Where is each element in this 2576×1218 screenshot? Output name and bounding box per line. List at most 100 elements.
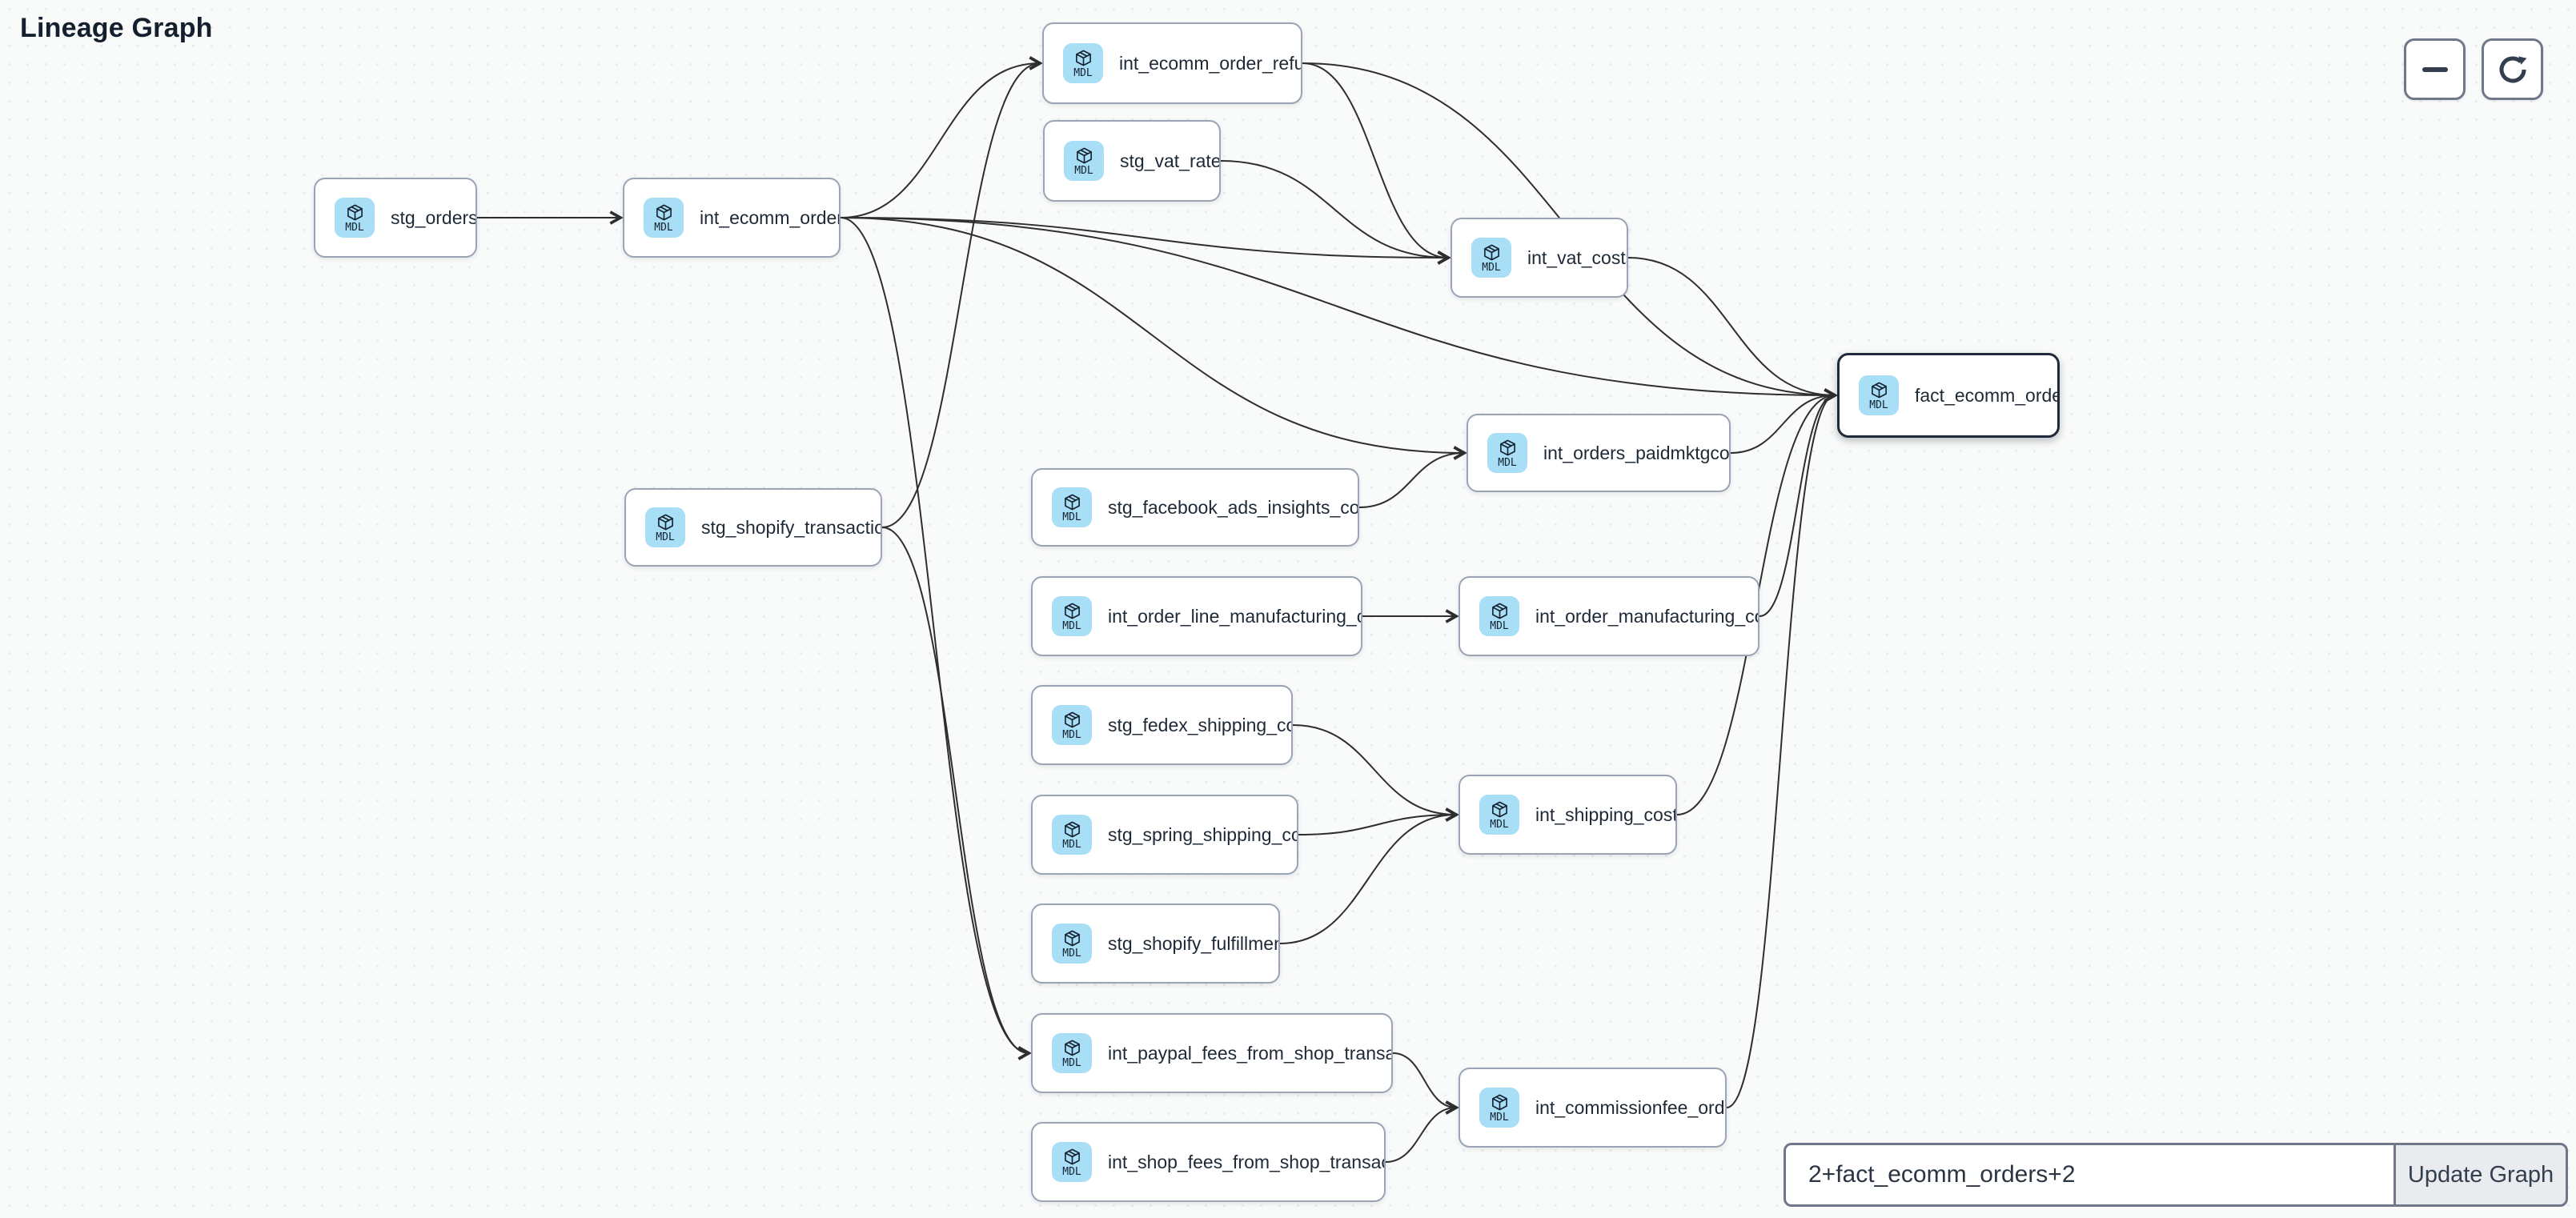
- graph-node-int_vat_costs[interactable]: MDL int_vat_costs: [1451, 218, 1628, 298]
- edge-int_ecomm_orders-to-int_orders_paidmktgcosts: [840, 217, 1464, 453]
- edge-int_shop_fees-to-int_commissionfee_orders: [1385, 1108, 1456, 1163]
- node-label: stg_shopify_transactions: [701, 516, 881, 538]
- model-badge: MDL: [1062, 728, 1081, 741]
- edge-stg_vat_rates-to-int_vat_costs: [1220, 160, 1448, 258]
- model-badge: MDL: [1482, 261, 1501, 274]
- graph-query-input[interactable]: [1784, 1143, 2393, 1207]
- node-label: int_commissionfee_orders: [1535, 1096, 1725, 1118]
- node-label: stg_vat_rates: [1120, 150, 1219, 171]
- query-bar: Update Graph: [1784, 1143, 2568, 1207]
- edge-stg_spring_shipping_costs-to-int_shipping_costs: [1298, 815, 1456, 835]
- model-cube-icon: MDL: [1479, 1088, 1519, 1128]
- node-label: stg_facebook_ads_insights_country: [1108, 496, 1358, 518]
- model-badge: MDL: [1490, 1111, 1509, 1124]
- model-badge: MDL: [1062, 1165, 1081, 1178]
- model-badge: MDL: [1869, 399, 1888, 411]
- edge-stg_facebook_ads_insights_country-to-int_orders_paidmktgcosts: [1358, 453, 1464, 508]
- edge-int_paypal_fees-to-int_commissionfee_orders: [1392, 1052, 1456, 1108]
- graph-node-stg_vat_rates[interactable]: MDL stg_vat_rates: [1043, 120, 1221, 202]
- edge-int_ecomm_orders-to-int_vat_costs: [840, 217, 1448, 258]
- graph-node-int_order_manufacturing_costs[interactable]: MDL int_order_manufacturing_costs: [1459, 576, 1759, 656]
- edge-stg_shopify_transactions-to-int_paypal_fees: [881, 527, 1029, 1053]
- graph-node-int_commissionfee_orders[interactable]: MDL int_commissionfee_orders: [1459, 1068, 1727, 1148]
- model-badge: MDL: [1062, 947, 1081, 960]
- model-cube-icon: MDL: [1052, 815, 1092, 855]
- node-label: int_order_line_manufacturing_costs: [1108, 605, 1361, 627]
- model-cube-icon: MDL: [1052, 1142, 1092, 1182]
- graph-node-stg_shopify_transactions[interactable]: MDL stg_shopify_transactions: [624, 488, 882, 567]
- graph-node-int_paypal_fees[interactable]: MDL int_paypal_fees_from_shop_transacti…: [1031, 1013, 1393, 1093]
- graph-node-int_order_line_manufacturing_costs[interactable]: MDL int_order_line_manufacturing_costs: [1031, 576, 1362, 656]
- graph-node-int_ecomm_orders[interactable]: MDL int_ecomm_orders: [623, 178, 841, 258]
- model-badge: MDL: [345, 221, 364, 234]
- node-label: int_ecomm_order_refund: [1119, 52, 1301, 74]
- node-label: fact_ecomm_orders: [1915, 384, 2057, 406]
- node-label: int_paypal_fees_from_shop_transacti…: [1108, 1042, 1391, 1064]
- node-label: stg_orders: [391, 206, 475, 228]
- graph-node-int_shop_fees[interactable]: MDL int_shop_fees_from_shop_transactions: [1031, 1122, 1386, 1202]
- zoom-out-button[interactable]: [2404, 38, 2466, 100]
- edge-int_ecomm_orders-to-int_ecomm_order_refund: [840, 63, 1040, 218]
- edge-stg_fedex_shipping_costs-to-int_shipping_costs: [1292, 724, 1456, 815]
- edge-stg_shopify_transactions-to-int_ecomm_order_refund: [881, 63, 1040, 528]
- model-badge: MDL: [1062, 619, 1081, 632]
- model-cube-icon: MDL: [1479, 795, 1519, 835]
- model-cube-icon: MDL: [1471, 238, 1511, 278]
- model-badge: MDL: [1490, 818, 1509, 831]
- edge-int_ecomm_order_refund-to-int_vat_costs: [1302, 62, 1448, 258]
- node-label: int_ecomm_orders: [700, 206, 839, 228]
- model-badge: MDL: [1074, 164, 1093, 177]
- graph-node-stg_spring_shipping_costs[interactable]: MDL stg_spring_shipping_costs: [1031, 795, 1298, 875]
- node-label: int_order_manufacturing_costs: [1535, 605, 1758, 627]
- model-cube-icon: MDL: [1052, 1033, 1092, 1073]
- model-cube-icon: MDL: [645, 507, 685, 547]
- model-badge: MDL: [1073, 66, 1093, 79]
- node-label: stg_spring_shipping_costs: [1108, 823, 1297, 845]
- edge-int_ecomm_orders-to-fact_ecomm_orders: [840, 217, 1835, 395]
- page-title: Lineage Graph: [20, 13, 213, 43]
- node-label: int_shop_fees_from_shop_transactions: [1108, 1151, 1384, 1172]
- model-cube-icon: MDL: [1064, 141, 1104, 181]
- update-graph-button[interactable]: Update Graph: [2393, 1143, 2568, 1207]
- model-cube-icon: MDL: [1063, 43, 1103, 83]
- refresh-icon: [2499, 56, 2526, 82]
- model-badge: MDL: [1062, 511, 1081, 523]
- model-cube-icon: MDL: [1479, 596, 1519, 636]
- graph-node-stg_fedex_shipping_costs[interactable]: MDL stg_fedex_shipping_costs: [1031, 685, 1293, 765]
- edge-int_vat_costs-to-fact_ecomm_orders: [1627, 257, 1835, 395]
- graph-node-int_ecomm_order_refund[interactable]: MDL int_ecomm_order_refund: [1042, 22, 1302, 104]
- model-cube-icon: MDL: [1052, 596, 1092, 636]
- model-cube-icon: MDL: [644, 198, 684, 238]
- graph-node-int_shipping_costs[interactable]: MDL int_shipping_costs: [1459, 775, 1677, 855]
- edge-stg_shopify_fulfillments-to-int_shipping_costs: [1279, 815, 1456, 944]
- graph-node-stg_facebook_ads_insights_country[interactable]: MDL stg_facebook_ads_insights_country: [1031, 468, 1359, 547]
- model-cube-icon: MDL: [1052, 924, 1092, 964]
- node-label: int_orders_paidmktgcosts: [1543, 442, 1729, 463]
- graph-node-stg_shopify_fulfillments[interactable]: MDL stg_shopify_fulfillments: [1031, 903, 1280, 984]
- edge-int_order_manufacturing_costs-to-fact_ecomm_orders: [1759, 395, 1835, 617]
- model-cube-icon: MDL: [335, 198, 375, 238]
- model-cube-icon: MDL: [1052, 487, 1092, 527]
- minus-icon: [2422, 66, 2448, 72]
- graph-node-stg_orders[interactable]: MDL stg_orders: [314, 178, 477, 258]
- graph-node-fact_ecomm_orders[interactable]: MDL fact_ecomm_orders: [1837, 353, 2060, 438]
- model-badge: MDL: [654, 221, 673, 234]
- model-badge: MDL: [1062, 838, 1081, 851]
- model-badge: MDL: [1490, 619, 1509, 632]
- model-badge: MDL: [1498, 456, 1517, 469]
- model-cube-icon: MDL: [1859, 375, 1899, 415]
- node-label: stg_fedex_shipping_costs: [1108, 714, 1291, 735]
- node-label: int_shipping_costs: [1535, 803, 1675, 825]
- model-cube-icon: MDL: [1052, 705, 1092, 745]
- model-badge: MDL: [656, 531, 675, 543]
- edge-int_orders_paidmktgcosts-to-fact_ecomm_orders: [1730, 395, 1835, 454]
- node-label: int_vat_costs: [1527, 246, 1627, 268]
- edge-int_commissionfee_orders-to-fact_ecomm_orders: [1726, 395, 1835, 1108]
- refresh-button[interactable]: [2482, 38, 2543, 100]
- node-label: stg_shopify_fulfillments: [1108, 932, 1278, 954]
- model-cube-icon: MDL: [1487, 433, 1527, 473]
- graph-node-int_orders_paidmktgcosts[interactable]: MDL int_orders_paidmktgcosts: [1467, 414, 1731, 492]
- edge-int_ecomm_orders-to-int_paypal_fees: [840, 217, 1029, 1053]
